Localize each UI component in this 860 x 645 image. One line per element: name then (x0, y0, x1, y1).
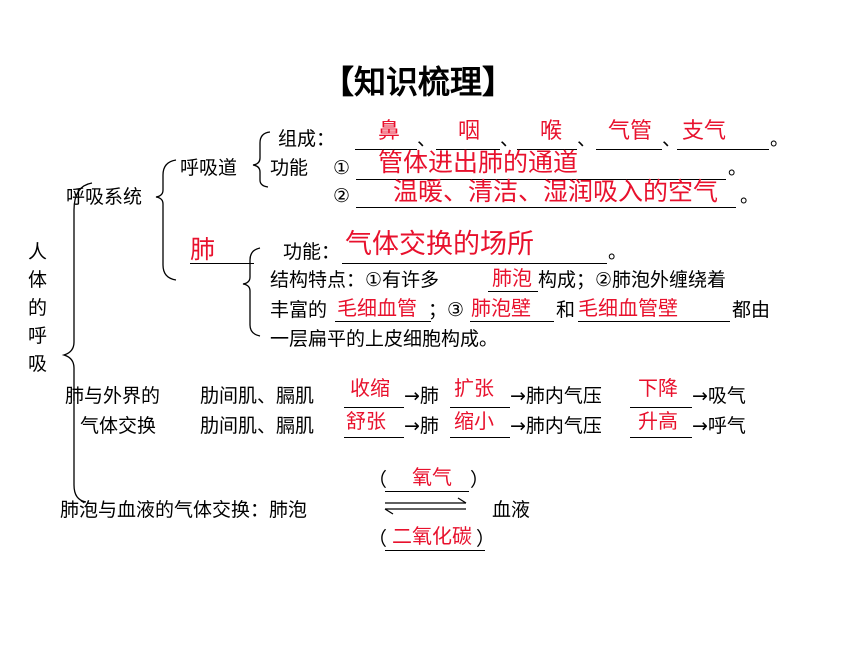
structure-line1-post: 构成；②肺泡外缠绕着 (538, 269, 727, 291)
row2-arrow2: →肺内气压 (510, 415, 602, 437)
row2-pressure-line (630, 437, 692, 438)
structure-line1-pre: 结构特点：①有许多 (270, 269, 440, 291)
row2-lung-line (450, 437, 510, 438)
alveolar-exchange-label: 肺泡与血液的气体交换：肺泡 (60, 499, 308, 521)
external-exchange-label-2: 气体交换 (80, 415, 157, 437)
structure-answer-1: 肺泡 (492, 266, 532, 290)
function-1-end: 。 (728, 157, 748, 179)
airway-function-label: 功能 (270, 157, 309, 179)
row2-result: →呼气 (692, 415, 746, 437)
respiratory-system-label: 呼吸系统 (66, 186, 143, 208)
row2-lung-answer: 缩小 (454, 409, 494, 433)
structure-line2-post: 都由 (732, 299, 771, 321)
function-2-marker: ② (333, 185, 351, 207)
row2-arrow1: →肺 (404, 415, 439, 437)
separator-3: 、 (577, 128, 597, 150)
separator-5: 。 (770, 128, 790, 150)
function-1-answer: 管体进出肺的通道 (378, 148, 579, 177)
root-char-2: 体 (28, 269, 48, 291)
structure-answer-2: 毛细血管 (337, 296, 417, 320)
top-paren-close: ） (470, 469, 490, 491)
structure-answer-3: 肺泡壁 (471, 296, 531, 320)
arrow-right (385, 497, 467, 504)
answer-bronchus: 支气 (682, 119, 727, 144)
answer-line-4 (596, 149, 662, 150)
row1-result: →吸气 (692, 385, 746, 407)
row1-muscle: 肋间肌、膈肌 (200, 385, 315, 407)
root-bracket (61, 182, 93, 503)
composition-label: 组成： (278, 128, 336, 150)
row1-muscle-line (344, 407, 404, 408)
bottom-answer-line (385, 550, 485, 551)
structure-answer-1-line (488, 291, 538, 292)
lung-function-answer: 气体交换的场所 (345, 229, 534, 260)
structure-answer-4-line (578, 321, 730, 322)
root-char-5: 吸 (28, 353, 48, 375)
separator-1: 、 (417, 128, 437, 150)
bottom-paren-close: ） (476, 528, 496, 550)
lung-function-end: 。 (608, 241, 628, 263)
row1-arrow1: →肺 (404, 385, 439, 407)
separator-2: 、 (500, 128, 520, 150)
row1-pressure-answer: 下降 (638, 376, 678, 400)
row2-pressure-answer: 升高 (638, 409, 678, 433)
bottom-answer: 二氧化碳 (392, 524, 472, 548)
lung-function-line (342, 263, 607, 264)
bottom-paren-open: （ (368, 528, 388, 550)
lung-function-label: 功能： (283, 241, 341, 263)
row1-lung-answer: 扩张 (454, 376, 494, 400)
lung-bracket (242, 247, 261, 337)
answer-line-3 (517, 149, 577, 150)
answer-line-1 (355, 149, 417, 150)
structure-sep: ；③ (428, 299, 465, 321)
answer-line-5 (677, 149, 769, 150)
answer-nose: 鼻 (378, 119, 401, 144)
system-bracket (155, 159, 177, 281)
row1-pressure-line (630, 407, 692, 408)
answer-larynx: 喉 (540, 119, 563, 144)
row2-muscle: 肋间肌、膈肌 (200, 415, 315, 437)
top-answer: 氧气 (412, 465, 452, 489)
row1-arrow2: →肺内气压 (510, 385, 602, 407)
answer-trachea: 气管 (608, 119, 653, 144)
function-1-line (356, 179, 726, 180)
function-1-marker: ① (333, 157, 351, 179)
answer-line-2 (436, 149, 500, 150)
airway-label: 呼吸道 (180, 157, 238, 179)
top-answer-line (385, 491, 469, 492)
answer-pharynx: 咽 (458, 119, 481, 144)
structure-line3: 一层扁平的上皮细胞构成。 (270, 328, 499, 350)
function-2-end: 。 (740, 185, 760, 207)
row1-lung-line (450, 407, 510, 408)
alveolar-target: 血液 (492, 499, 531, 521)
external-exchange-label-1: 肺与外界的 (65, 385, 161, 407)
top-paren-open: （ (368, 469, 388, 491)
structure-line2-pre: 丰富的 (270, 299, 328, 321)
row1-muscle-answer: 收缩 (350, 376, 390, 400)
arrow-left (384, 508, 466, 515)
lung-answer-line (190, 263, 254, 264)
airway-bracket (252, 131, 271, 188)
function-2-line (356, 207, 736, 208)
function-2-answer: 温暖、清洁、湿润吸入的空气 (393, 177, 719, 206)
row2-muscle-answer: 舒张 (346, 409, 386, 433)
root-char-4: 呼 (28, 325, 48, 347)
structure-answer-4: 毛细血管壁 (578, 296, 678, 320)
root-char-1: 人 (28, 241, 48, 263)
separator-4: 、 (662, 128, 682, 150)
root-char-3: 的 (28, 297, 48, 319)
row2-muscle-line (344, 437, 404, 438)
structure-answer-2-line (335, 321, 431, 322)
lung-answer: 肺 (190, 235, 216, 264)
page-title: 【知识梳理】 (322, 63, 515, 101)
structure-and: 和 (556, 299, 576, 321)
structure-answer-3-line (470, 321, 554, 322)
